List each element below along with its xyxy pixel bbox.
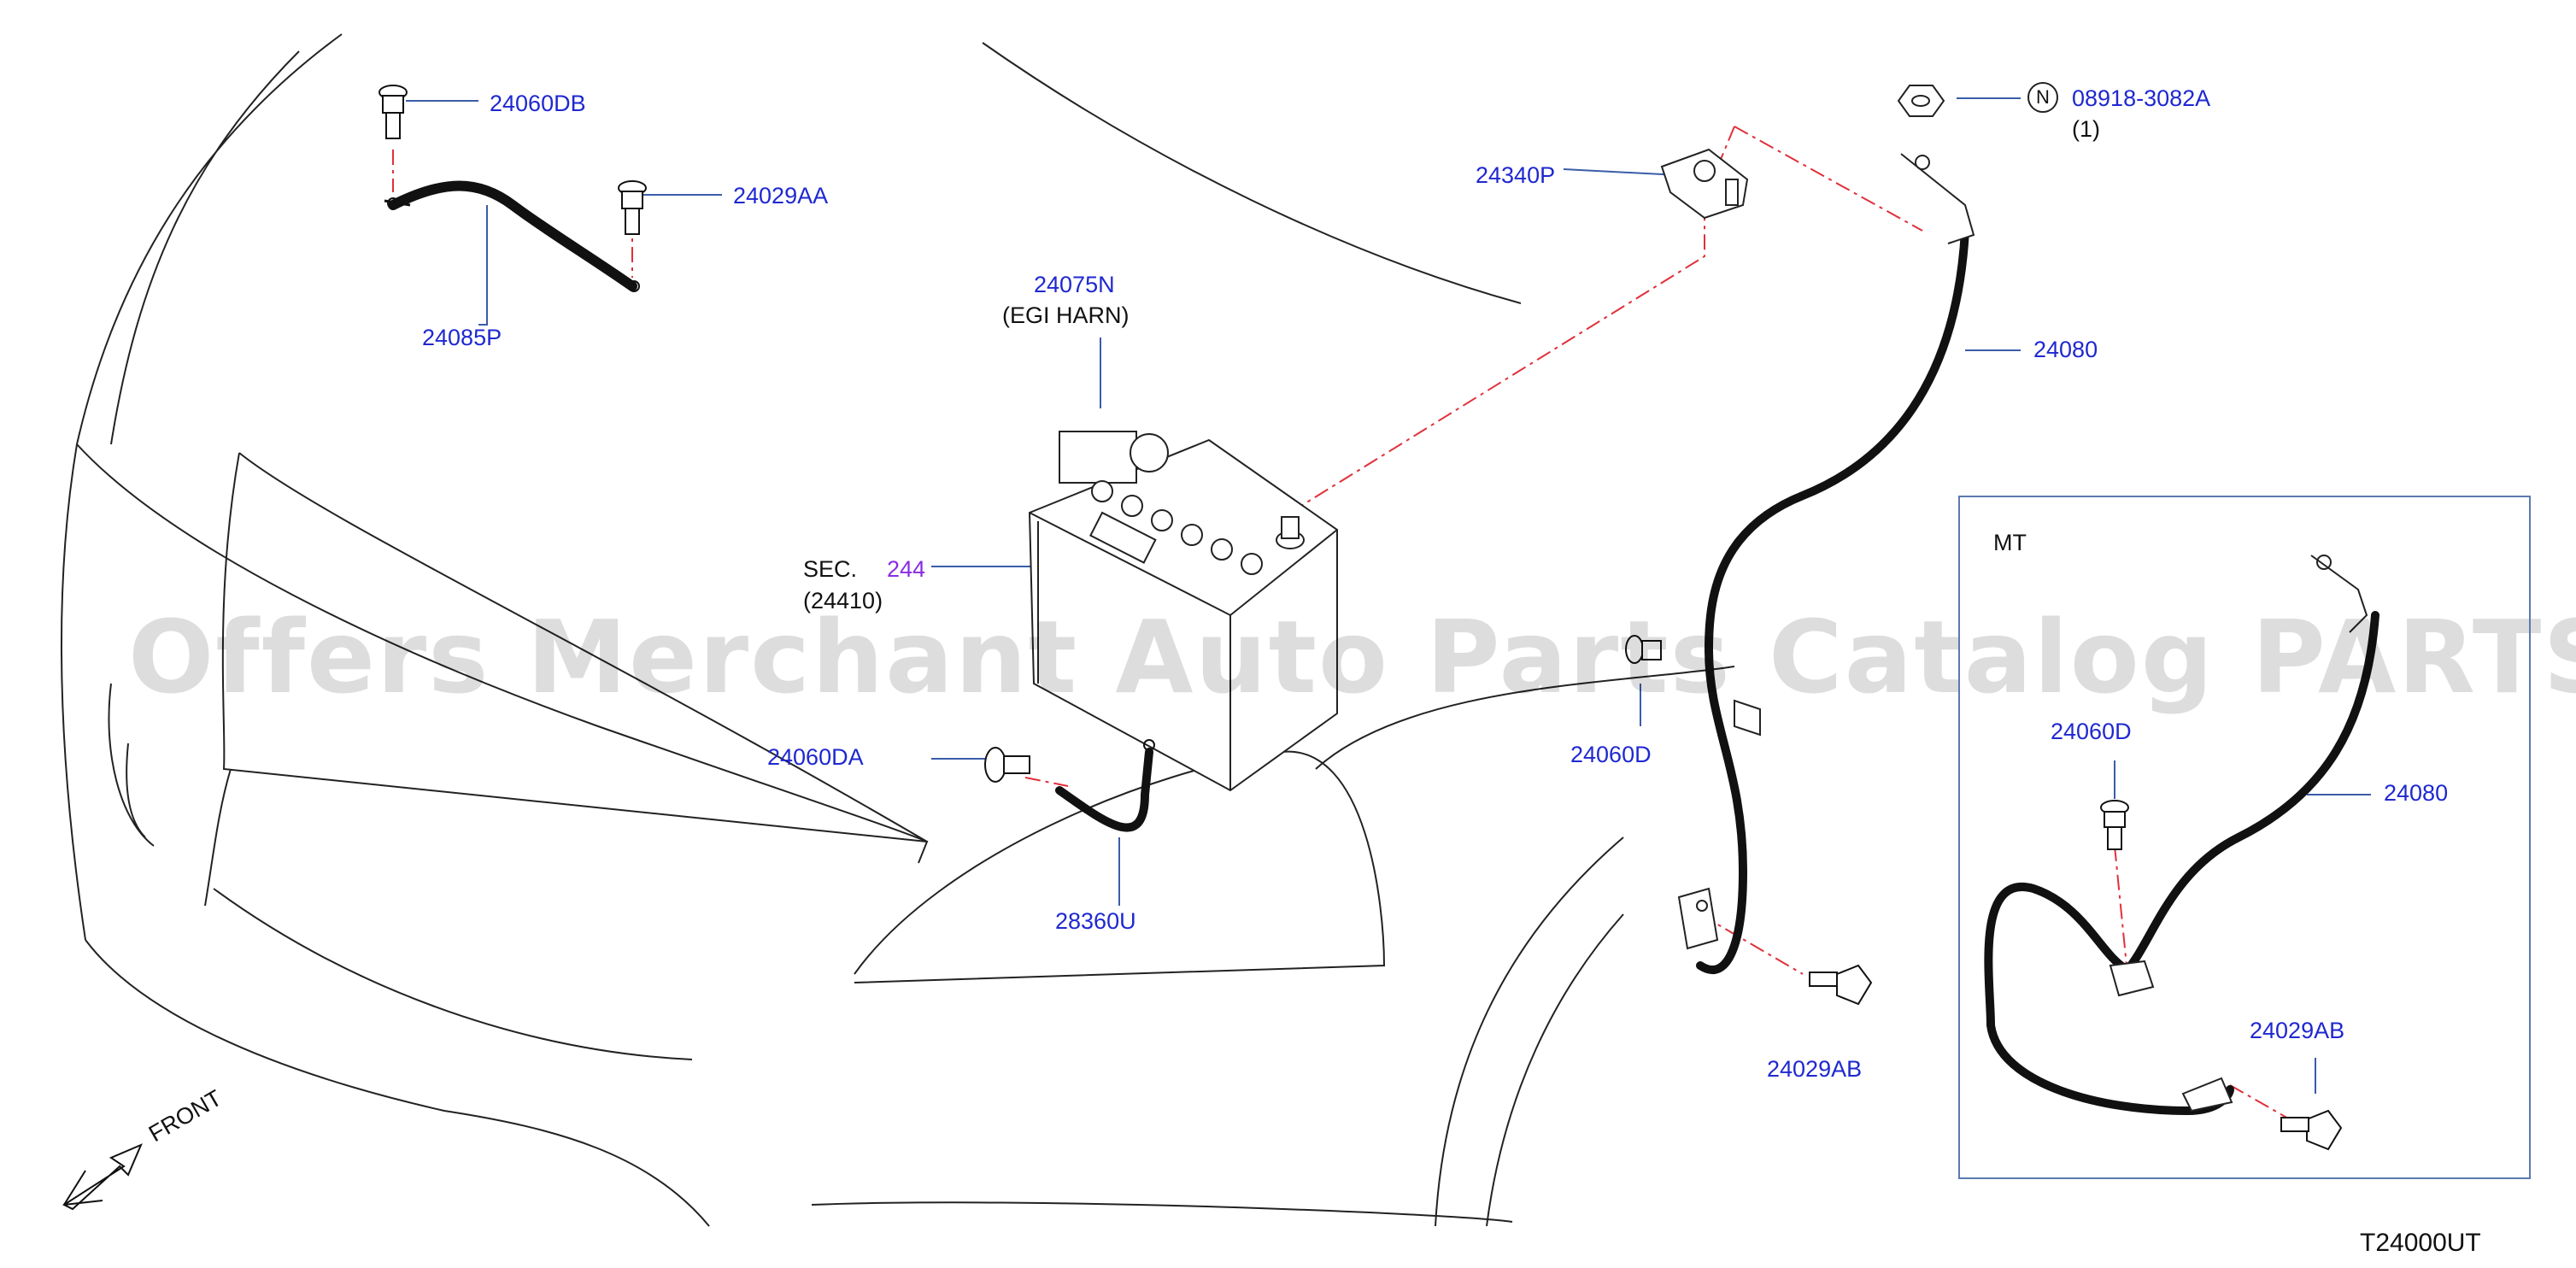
terminal-24340p [1660, 148, 1749, 220]
label-mt: MT [1993, 530, 2027, 555]
bolt-24029ab-mt [2280, 1109, 2343, 1151]
label-24060db[interactable]: 24060DB [490, 91, 586, 116]
bolt-24060db [378, 85, 408, 139]
car-body-outline [60, 33, 1735, 1227]
label-sec: SEC. [803, 556, 858, 582]
battery-illustration [1028, 431, 1338, 792]
nut-08918 [1897, 85, 1945, 117]
bolt-24029ab-main [1809, 964, 1873, 1006]
label-24410: (24410) [803, 588, 883, 613]
cable-24080-main [1677, 153, 1975, 974]
label-24029ab-mt[interactable]: 24029AB [2250, 1018, 2345, 1043]
label-24029ab-main[interactable]: 24029AB [1767, 1056, 1863, 1082]
mt-variant-box [1958, 496, 2531, 1179]
bolt-24060d-main [1625, 635, 1662, 664]
cable-24080-mt [1984, 555, 2379, 1116]
bolt-24029aa [618, 180, 647, 235]
n-symbol-icon: N [2027, 82, 2058, 113]
label-24085p[interactable]: 24085P [422, 325, 502, 350]
label-qty-1: (1) [2072, 116, 2100, 142]
ground-cable-24085p [384, 180, 640, 292]
label-sec-244[interactable]: 244 [887, 556, 926, 582]
label-24060d-main[interactable]: 24060D [1570, 742, 1652, 767]
cable-28360u [1055, 739, 1155, 832]
label-24060da[interactable]: 24060DA [767, 744, 864, 770]
label-24075n[interactable]: 24075N [1034, 272, 1115, 297]
watermark: Offers Merchant Auto Parts Catalog PARTS… [128, 598, 2576, 716]
label-egi-harn: (EGI HARN) [1002, 302, 1130, 328]
label-24029aa[interactable]: 24029AA [733, 183, 829, 208]
label-24340p[interactable]: 24340P [1476, 162, 1556, 188]
label-24060d-mt[interactable]: 24060D [2051, 719, 2132, 744]
label-24080-main[interactable]: 24080 [2033, 337, 2098, 362]
label-24080-mt[interactable]: 24080 [2384, 780, 2449, 806]
bolt-24060da [984, 747, 1030, 783]
label-28360u[interactable]: 28360U [1055, 908, 1136, 934]
label-08918-3082a[interactable]: 08918-3082A [2072, 85, 2211, 111]
bolt-24060d-mt [2100, 800, 2129, 850]
leader-lines [406, 97, 2371, 1094]
front-arrow-icon [62, 1143, 143, 1211]
diagram-code: T24000UT [2360, 1229, 2481, 1257]
